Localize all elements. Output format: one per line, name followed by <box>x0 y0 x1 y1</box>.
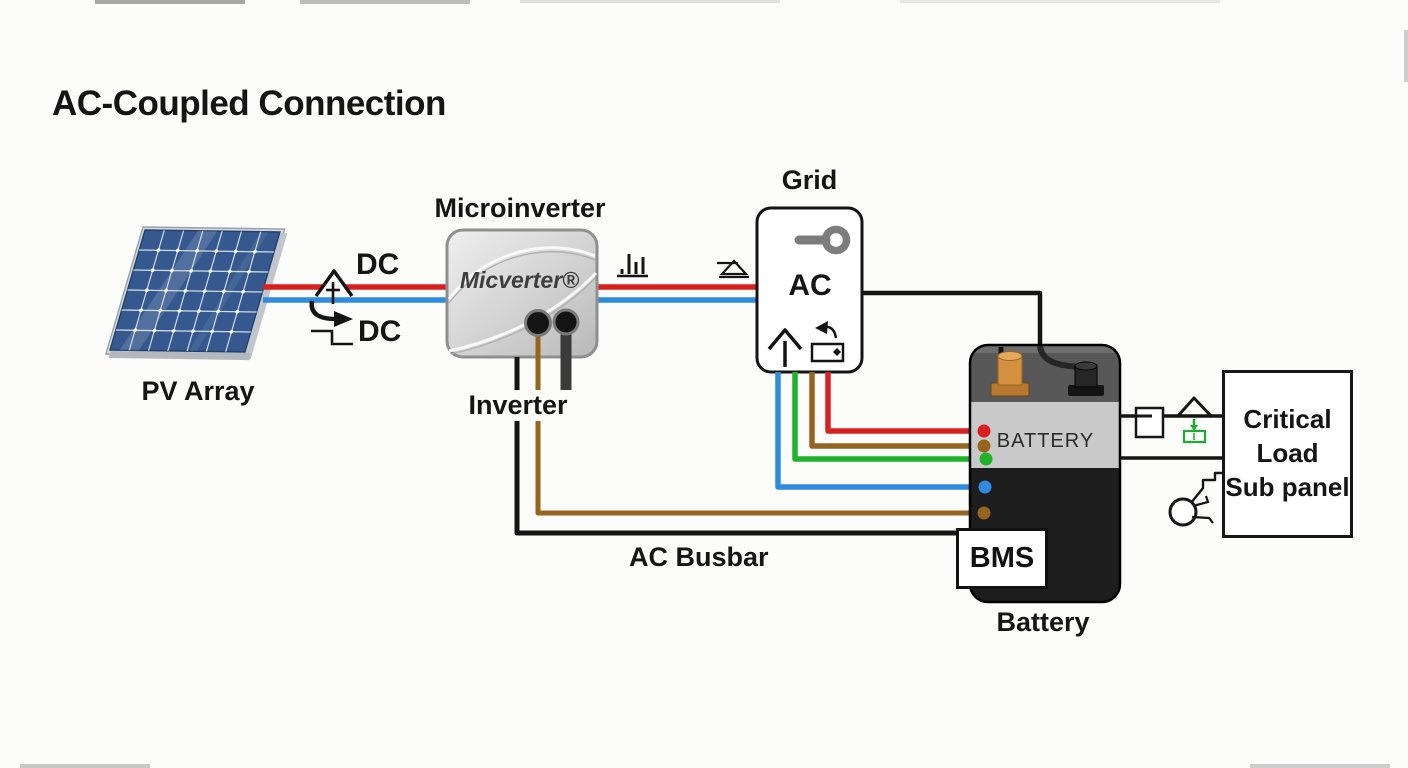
panel-line-3: Sub panel <box>1225 472 1350 502</box>
page-title: AC-Coupled Connection <box>52 84 446 123</box>
ac-busbar-label: AC Busbar <box>629 542 769 572</box>
green-meter-icon <box>1182 419 1207 444</box>
grid-battery-ac-wire <box>862 290 1043 346</box>
inverter-label: Inverter <box>448 390 588 421</box>
battery-device-text: BATTERY <box>996 430 1095 452</box>
critical-load-subpanel-box: Critical Load Sub panel <box>1222 370 1353 538</box>
battery-terminal-positive <box>990 351 1030 397</box>
grid-battery-wire-green <box>792 372 982 462</box>
grid-label: Grid <box>781 165 838 195</box>
pv-cell-dots <box>133 248 257 334</box>
battery-terminal-negative <box>1068 361 1104 396</box>
bms-label: BMS <box>969 542 1035 574</box>
dc-step-icon <box>311 329 353 346</box>
microinverter-label: Microinverter <box>434 193 606 223</box>
battery-wire-terminals <box>977 424 993 520</box>
panel-line-1: Critical <box>1243 404 1332 434</box>
grid-battery-wire-brown <box>809 372 982 449</box>
grid-box <box>755 206 864 374</box>
grid-battery-wire-blue <box>775 372 982 490</box>
meter-bars-icon <box>617 254 648 278</box>
plug-icon <box>1168 471 1223 527</box>
ground-icon <box>717 259 749 279</box>
bms-box: BMS <box>956 528 1048 589</box>
grid-ac-text: AC <box>788 269 832 302</box>
inverter-battery-wire-brown <box>535 328 982 516</box>
key-icon <box>794 225 851 255</box>
grid-battery-wire-red <box>825 372 982 434</box>
dc-converter-icon <box>309 269 354 327</box>
scan-artifacts <box>20 0 1408 768</box>
battery-charge-icon <box>810 321 845 363</box>
microinverter-ports <box>524 308 580 337</box>
pv-array-panel <box>104 226 288 361</box>
grid-feed-arrow-icon <box>767 328 803 367</box>
dc-label-top: DC <box>356 248 400 281</box>
microinverter-device-text: Micverter® <box>459 267 580 293</box>
dc-label-bottom: DC <box>358 315 402 348</box>
battery-label: Battery <box>996 607 1090 637</box>
pv-array-label: PV Array <box>141 376 255 406</box>
panel-line-2: Load <box>1256 438 1319 468</box>
breaker-icon <box>1134 406 1165 439</box>
house-icon <box>1175 396 1214 419</box>
